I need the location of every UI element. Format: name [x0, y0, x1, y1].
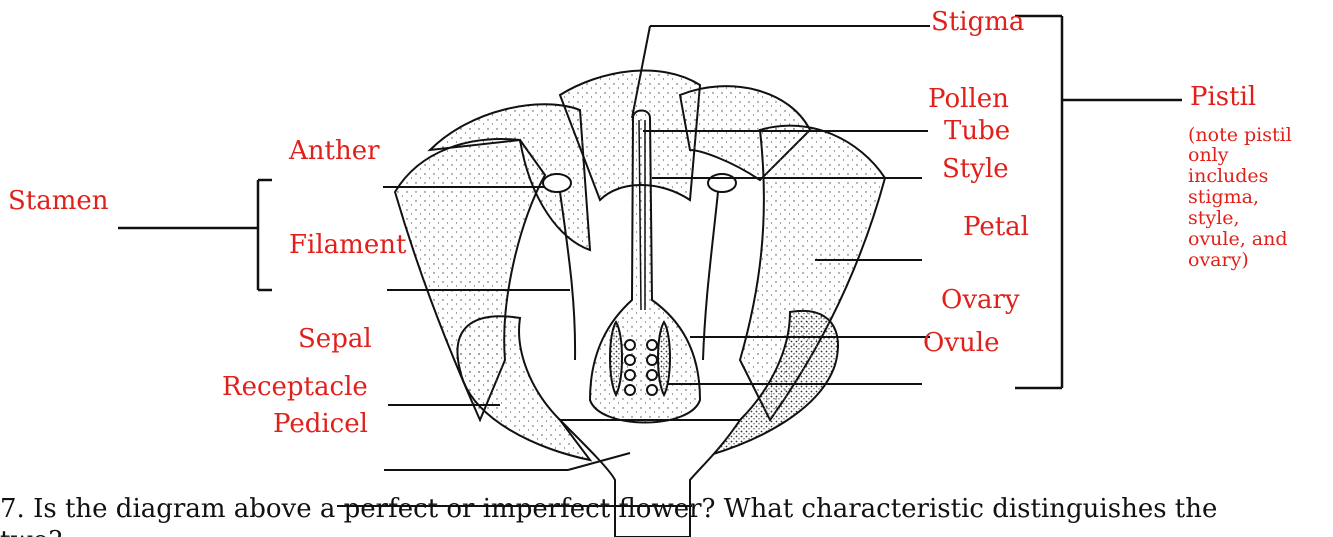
pistil-note-line: ovary): [1188, 250, 1249, 271]
label-style: Style: [942, 155, 1009, 183]
label-ovule: Ovule: [923, 329, 999, 357]
pistil-note-line: only: [1188, 145, 1229, 166]
anther-left: [543, 174, 571, 192]
pistil-note-line: includes: [1188, 166, 1268, 187]
stamen-bracket: [118, 180, 272, 290]
pistil-note-line: style,: [1188, 208, 1239, 229]
label-anther: Anther: [289, 137, 380, 165]
label-receptacle: Receptacle: [222, 373, 368, 401]
label-pollen: Pollen: [928, 85, 1009, 113]
question-line-1: 7. Is the diagram above a perfect or imp…: [0, 493, 1333, 525]
question-line-2: two?: [0, 525, 1333, 537]
label-filament: Filament: [289, 231, 406, 259]
label-stamen: Stamen: [8, 187, 109, 215]
sepal-left: [458, 316, 591, 460]
filament-right: [703, 192, 718, 360]
pistil-note-line: ovule, and: [1188, 229, 1288, 250]
label-pistil: Pistil: [1190, 83, 1256, 111]
pistil-bracket: [1015, 16, 1182, 388]
pistil-note-line: (note pistil: [1188, 125, 1292, 146]
question-text: 7. Is the diagram above a perfect or imp…: [0, 493, 1333, 537]
label-stigma: Stigma: [931, 8, 1024, 36]
label-sepal: Sepal: [298, 325, 372, 353]
label-ovary: Ovary: [941, 286, 1020, 314]
pistil-note-line: stigma,: [1188, 187, 1259, 208]
label-tube: Tube: [944, 117, 1010, 145]
label-pedicel: Pedicel: [273, 410, 368, 438]
label-petal: Petal: [963, 213, 1029, 241]
anther-right: [708, 174, 736, 192]
